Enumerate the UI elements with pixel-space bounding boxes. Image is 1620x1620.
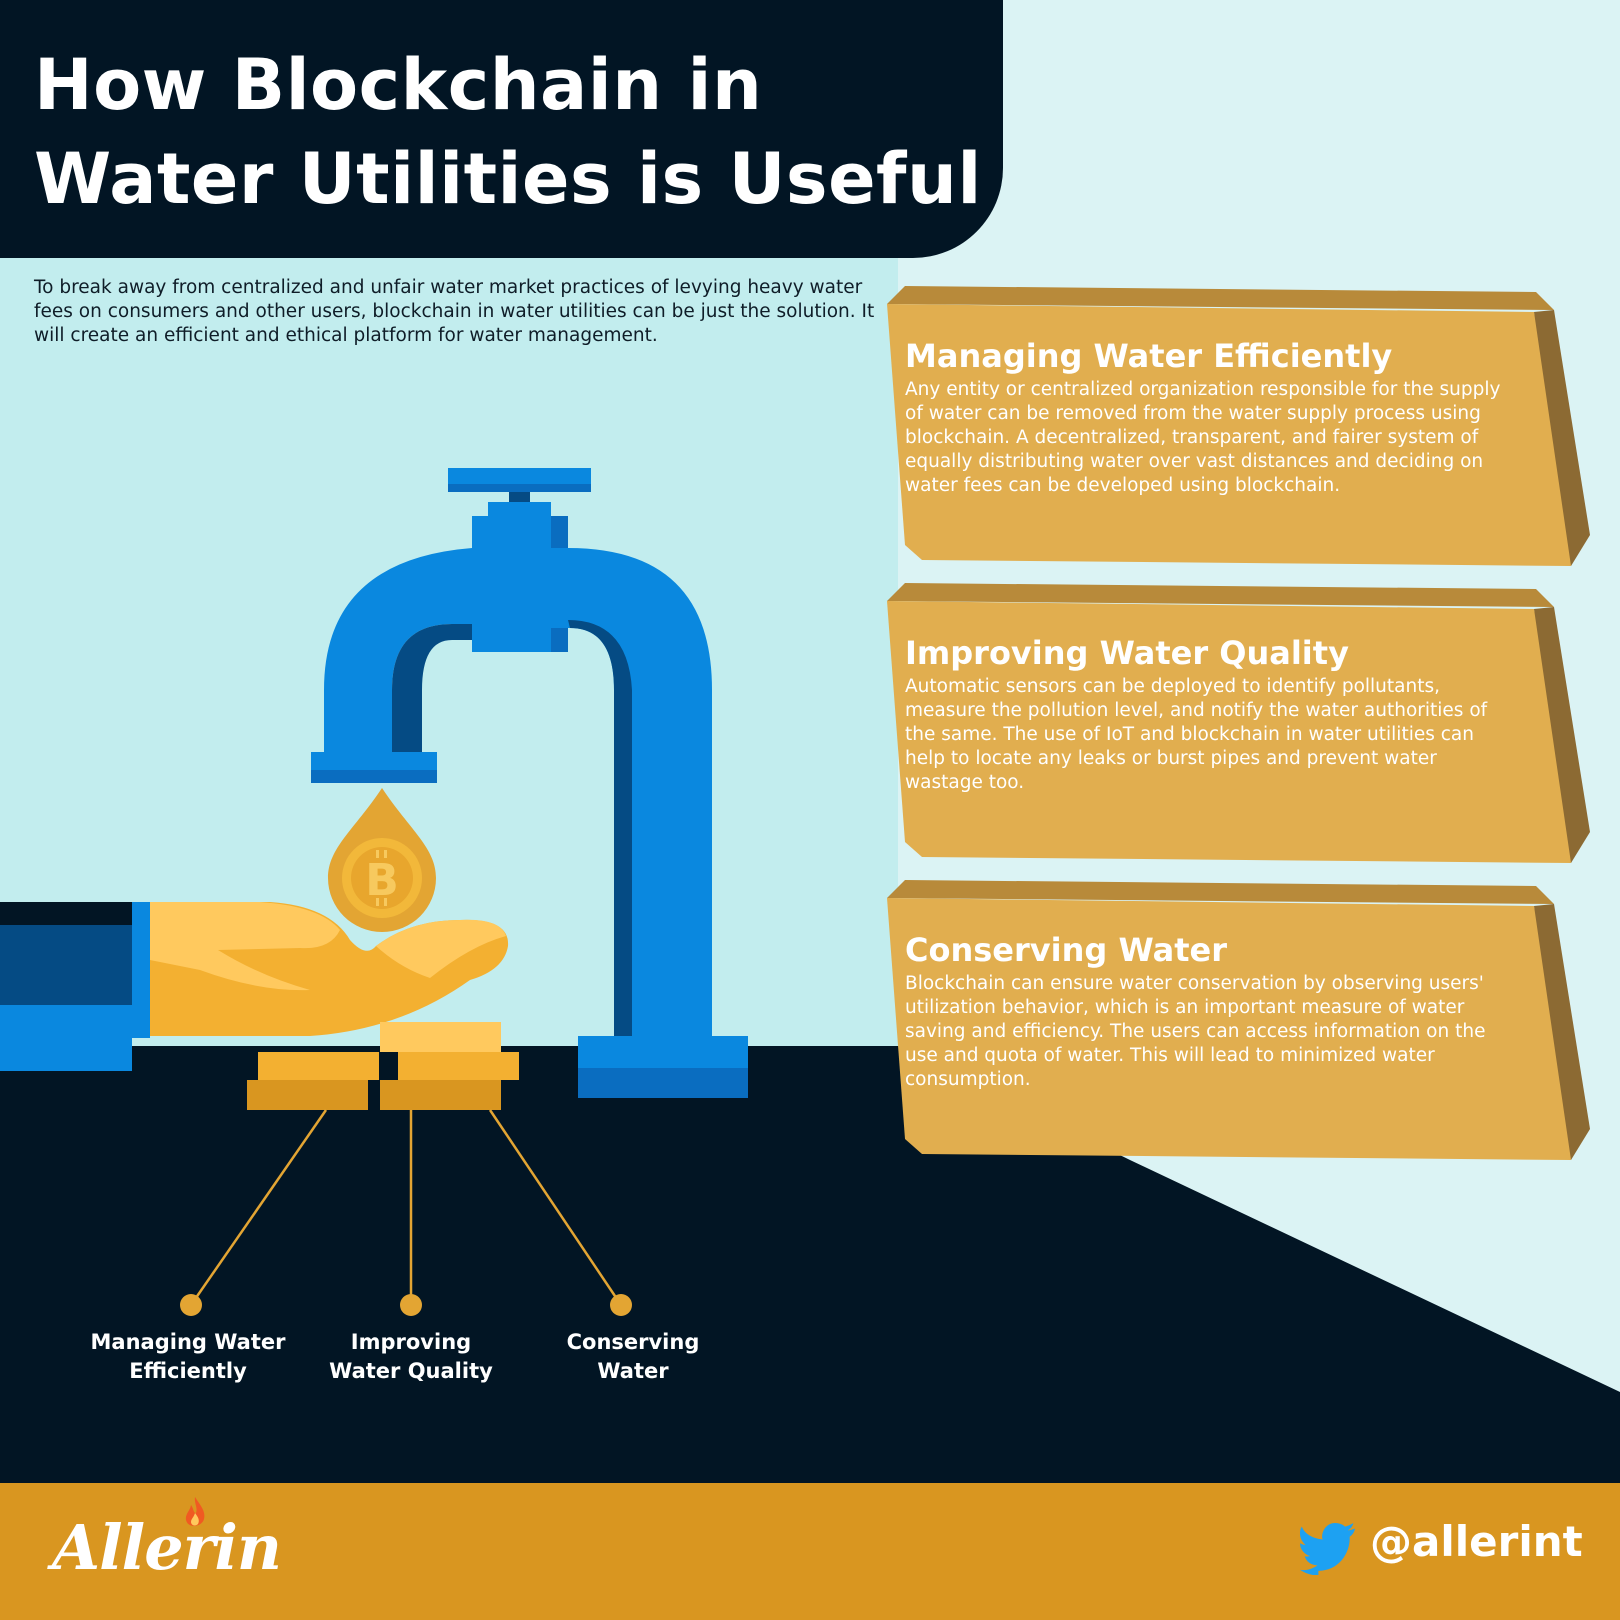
pin-dot [610, 1294, 632, 1316]
card-conserving-water: Conserving Water Blockchain can ensure w… [905, 930, 1525, 1092]
pin-label-improving: Improving Water Quality [329, 1330, 493, 1383]
card-shape-1 [887, 286, 1590, 566]
card-body: Blockchain can ensure water conservation… [905, 973, 1486, 1090]
pin-label-conserving: Conserving Water [566, 1330, 700, 1383]
flame-icon [185, 1497, 205, 1526]
card-title: Managing Water Efficiently [905, 337, 1393, 375]
twitter-icon[interactable] [1300, 1523, 1362, 1575]
card-shape-3 [887, 880, 1590, 1160]
bitcoin-icon: B [328, 788, 436, 933]
svg-text:B: B [365, 855, 399, 906]
card-improving-quality: Improving Water Quality Automatic sensor… [905, 633, 1525, 795]
brand-logo[interactable]: Allerin [52, 1511, 282, 1584]
floor-shape [0, 1046, 1620, 1483]
card-title: Conserving Water [905, 931, 1227, 969]
title-panel: How Blockchain in Water Utilities is Use… [0, 0, 1003, 258]
card-shape-2 [887, 583, 1590, 863]
card-body: Automatic sensors can be deployed to ide… [905, 676, 1488, 793]
card-title: Improving Water Quality [905, 634, 1349, 672]
footer: Allerin @allerint [0, 1483, 1620, 1620]
pin-label-managing: Managing Water Efficiently [90, 1330, 286, 1383]
pin-lines [180, 1109, 632, 1316]
page-title: How Blockchain in Water Utilities is Use… [34, 44, 982, 220]
card-managing-water: Managing Water Efficiently Any entity or… [905, 336, 1525, 498]
twitter-handle[interactable]: @allerint [1370, 1517, 1583, 1566]
hand-icon [0, 902, 509, 1071]
intro-paragraph: To break away from centralized and unfai… [34, 277, 875, 346]
faucet-icon [311, 468, 748, 1098]
pin-dot [180, 1294, 202, 1316]
card-body: Any entity or centralized organization r… [905, 379, 1501, 496]
gold-bars-icon [247, 1022, 519, 1110]
pin-dot [400, 1294, 422, 1316]
